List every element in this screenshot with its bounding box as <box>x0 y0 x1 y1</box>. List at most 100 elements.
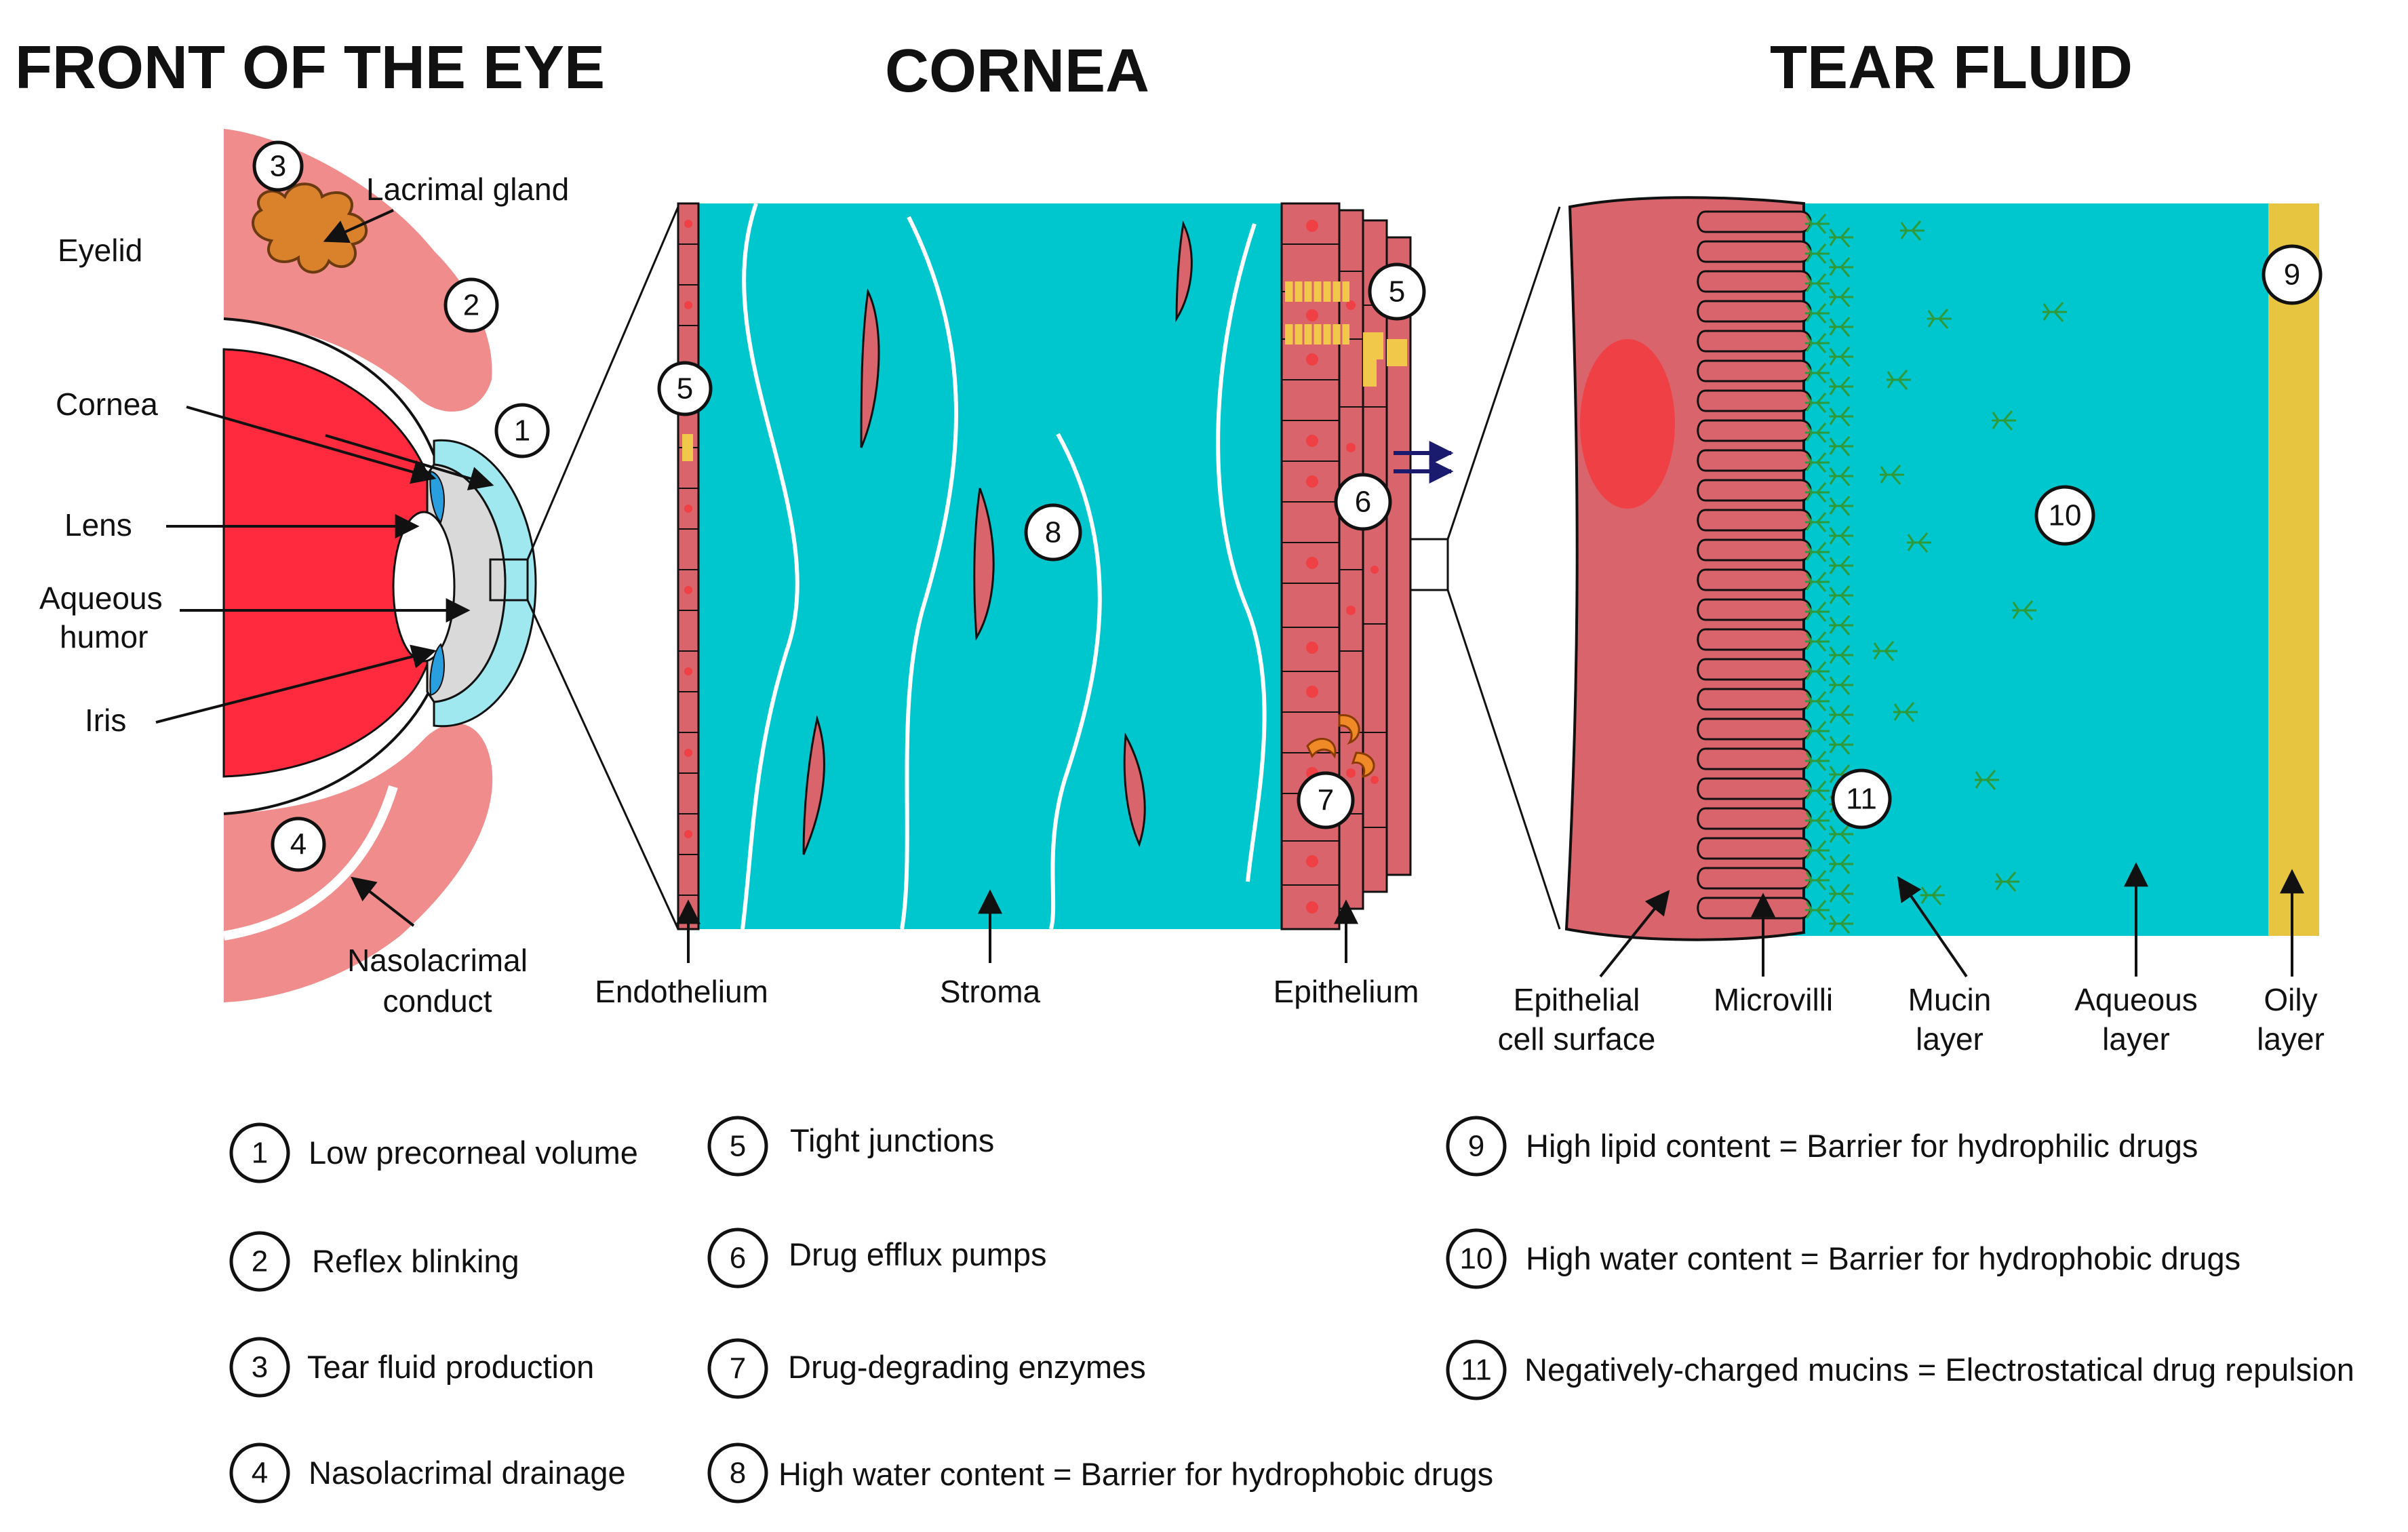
mucin-glyph <box>1805 661 1830 682</box>
mucin-glyph <box>1829 526 1853 546</box>
mucin-glyph <box>1829 555 1853 576</box>
mucin-glyph <box>1805 303 1830 323</box>
mucin-glyph <box>1975 770 1999 790</box>
legend-item-6: 6 Drug efflux pumps <box>707 1227 1047 1289</box>
microvillus <box>1697 210 1812 233</box>
marker-1: 1 <box>494 403 550 458</box>
svg-text:7: 7 <box>1318 784 1334 817</box>
mucin-layer <box>1805 214 2067 934</box>
svg-text:6: 6 <box>730 1242 746 1275</box>
mucin-glyph <box>1805 721 1830 741</box>
mucin-glyph <box>1805 243 1830 264</box>
svg-text:Nasolacrimal drainage: Nasolacrimal drainage <box>309 1455 626 1491</box>
microvillus <box>1697 359 1812 382</box>
svg-text:6: 6 <box>1355 486 1371 519</box>
label-aqueous-layer-2: layer <box>2102 1021 2170 1057</box>
label-iris: Iris <box>85 703 126 738</box>
mucin-glyph <box>1805 542 1830 562</box>
label-epithelial-1: Epithelial <box>1514 982 1640 1017</box>
mucin-glyph <box>1873 641 1897 661</box>
label-aqueous-1: Aqueous <box>39 581 163 616</box>
microvillus <box>1697 270 1812 293</box>
oily-layer <box>2268 203 2319 936</box>
mucin-glyph <box>1829 615 1853 635</box>
mucin-glyph <box>1829 824 1853 844</box>
mucin-glyph <box>1887 370 1911 390</box>
label-epithelial-2: cell surface <box>1498 1021 1656 1057</box>
legend-item-10: 10 High water content = Barrier for hydro… <box>1446 1228 2241 1289</box>
svg-text:5: 5 <box>730 1130 746 1163</box>
svg-text:10: 10 <box>2049 499 2082 532</box>
svg-text:High water content = Barrier f: High water content = Barrier for hydroph… <box>1526 1240 2241 1276</box>
mucin-glyph <box>1829 287 1853 307</box>
label-microvilli: Microvilli <box>1714 982 1833 1017</box>
microvillus <box>1697 837 1812 860</box>
mucin-glyph <box>1829 347 1853 367</box>
marker-8: 8 <box>1024 503 1082 562</box>
marker-10: 10 <box>2034 485 2095 546</box>
svg-text:10: 10 <box>1460 1242 1493 1276</box>
svg-text:9: 9 <box>2284 258 2300 292</box>
label-lens: Lens <box>64 507 132 543</box>
label-epithelium: Epithelium <box>1274 974 1419 1009</box>
microvillus <box>1697 807 1812 830</box>
mucin-glyph <box>1829 466 1853 486</box>
svg-text:2: 2 <box>463 289 479 322</box>
mucin-glyph <box>1880 465 1904 485</box>
mucin-glyph <box>1805 631 1830 652</box>
mucin-glyph <box>1829 585 1853 606</box>
mucin-glyph <box>1805 423 1830 443</box>
svg-text:1: 1 <box>514 414 530 448</box>
svg-text:Drug efflux pumps: Drug efflux pumps <box>789 1236 1047 1272</box>
microvillus <box>1697 538 1812 562</box>
label-eyelid: Eyelid <box>58 233 142 268</box>
efflux-pump-arrows <box>1394 441 1454 484</box>
tear-film-section <box>1564 196 2319 941</box>
microvilli <box>1697 210 1812 920</box>
label-endothelium: Endothelium <box>595 974 768 1009</box>
label-mucin-2: layer <box>1916 1021 1983 1057</box>
endothelium <box>677 202 700 930</box>
microvillus <box>1697 568 1812 591</box>
svg-text:7: 7 <box>730 1352 746 1386</box>
mucin-glyph <box>2042 302 2067 322</box>
microvillus <box>1697 598 1812 621</box>
label-nasolacrimal-1: Nasolacrimal <box>347 943 528 978</box>
svg-text:8: 8 <box>730 1457 746 1490</box>
marker-5-epithelium: 5 <box>1368 262 1426 321</box>
epithelium-zoom-box <box>1409 538 1449 591</box>
mucin-glyph <box>1805 482 1830 503</box>
iris-lower <box>429 643 445 696</box>
cornea-section <box>677 202 1561 930</box>
mucin-glyph <box>1829 734 1853 755</box>
mucin-glyph <box>1927 309 1952 329</box>
microvillus <box>1697 897 1812 920</box>
svg-text:2: 2 <box>252 1245 268 1278</box>
svg-text:5: 5 <box>1389 275 1405 309</box>
mucin-glyph <box>1805 781 1830 801</box>
label-mucin-1: Mucin <box>1908 982 1992 1017</box>
mucin-glyph <box>1829 406 1853 427</box>
microvillus <box>1697 688 1812 711</box>
mucin-glyph <box>1893 702 1918 722</box>
marker-5-endothelium: 5 <box>657 361 713 416</box>
svg-text:Negatively-charged mucins = El: Negatively-charged mucins = Electrostati… <box>1524 1352 2354 1388</box>
mucin-glyph <box>1805 214 1830 234</box>
mucin-glyph <box>1829 496 1853 516</box>
label-cornea: Cornea <box>56 387 158 422</box>
svg-text:11: 11 <box>1846 783 1877 816</box>
svg-text:1: 1 <box>252 1137 268 1170</box>
microvillus <box>1697 867 1812 890</box>
mucin-glyph <box>1920 885 1945 905</box>
marker-3: 3 <box>252 140 304 192</box>
mucin-glyph <box>1805 900 1830 920</box>
mucin-glyph <box>1805 333 1830 353</box>
